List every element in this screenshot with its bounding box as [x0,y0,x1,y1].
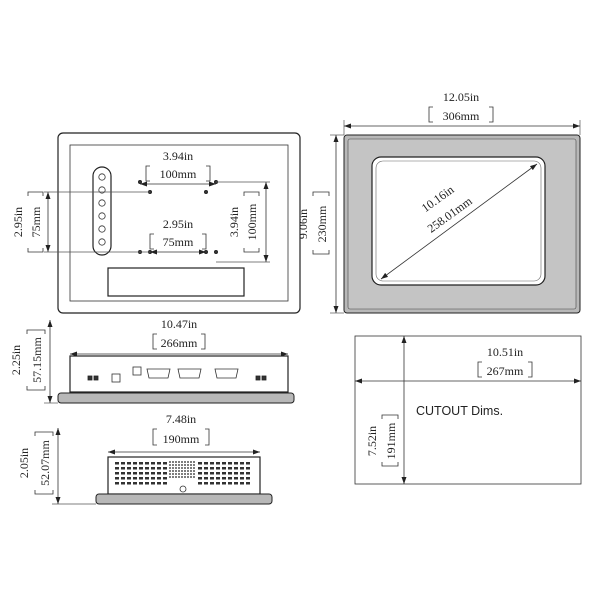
control-button-strip [92,166,112,256]
side-screw [179,485,187,493]
front-height-in: 9.06in [296,209,310,239]
back-connector-box [107,267,245,297]
bottom-bezel [57,392,295,404]
vesa-large-v-mm: 100mm [245,203,259,240]
vesa-large-v-in: 3.94in [227,207,241,237]
bottom-depth-mm: 57.15mm [30,337,44,383]
cutout-view: 10.51in 267mm 7.52in 191mm CUTOUT Dims. [354,335,582,485]
cutout-width-mm: 267mm [487,364,524,378]
side-vents [115,461,250,485]
side-width-in: 7.48in [166,412,196,426]
front-screen [371,156,546,286]
cutout-height-mm: 191mm [384,422,398,459]
bottom-depth-in: 2.25in [9,345,23,375]
vesa-large-h-in: 3.94in [163,149,193,163]
cutout-width-in: 10.51in [487,345,523,359]
side-bezel [95,493,273,505]
bottom-view: 10.47in 266mm 2.25in 57.15mm [9,317,295,404]
back-view: 3.94in 100mm 2.95in 75mm 3.94in 100mm 2.… [11,132,301,314]
front-height-mm: 230mm [315,205,329,242]
cutout-label: CUTOUT Dims. [416,404,503,418]
bracket-marks [145,165,211,182]
diagonal-dimline [380,163,538,280]
front-view: 10.16in 258.01mm 12.05in 306mm 9.06in 23… [296,90,581,314]
cutout-rect [354,335,582,485]
bottom-width-in: 10.47in [161,317,197,331]
vesa-small-v-in: 2.95in [11,207,25,237]
side-view: 7.48in 190mm 2.05in 52.07mm [17,412,273,505]
bottom-ports [87,366,267,383]
vesa-small-h-in: 2.95in [163,217,193,231]
side-depth-in: 2.05in [17,448,31,478]
back-panel-outline [57,132,301,314]
vesa-small-v-mm: 75mm [29,206,43,237]
vesa-large-h-mm: 100mm [160,167,197,181]
back-panel-inner [69,144,289,302]
side-width-mm: 190mm [163,432,200,446]
front-width-in: 12.05in [443,90,479,104]
cutout-height-in: 7.52in [365,426,379,456]
control-buttons [98,173,106,246]
front-width-mm: 306mm [443,109,480,123]
vesa-small-h-mm: 75mm [163,235,194,249]
side-depth-mm: 52.07mm [38,440,52,486]
bottom-width-mm: 266mm [161,336,198,350]
